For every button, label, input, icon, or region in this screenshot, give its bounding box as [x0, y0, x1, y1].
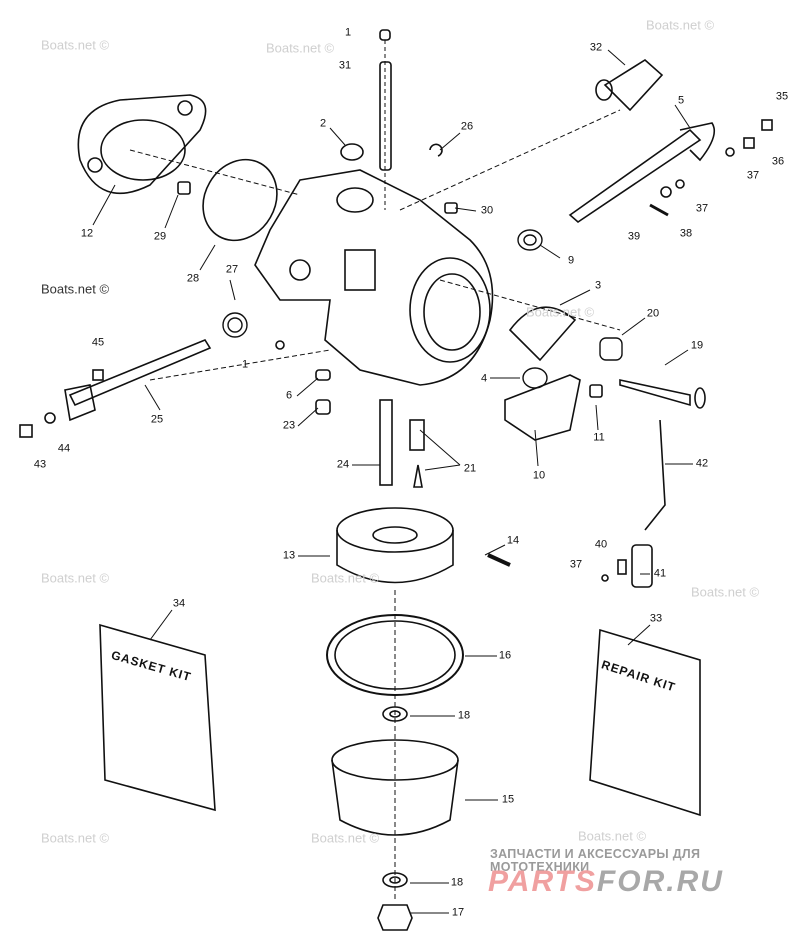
callout-24: 24 — [336, 458, 350, 471]
callout-45: 45 — [91, 336, 105, 349]
callout-16: 16 — [498, 649, 512, 662]
watermark: Boats.net © — [690, 584, 760, 600]
callout-35: 35 — [775, 90, 789, 103]
watermark: Boats.net © — [40, 37, 110, 53]
callout-33: 33 — [649, 612, 663, 625]
callout-18: 18 — [450, 876, 464, 889]
watermark: Boats.net © — [40, 281, 110, 297]
callout-4: 4 — [480, 372, 488, 385]
callout-41: 41 — [653, 567, 667, 580]
callout-37: 37 — [746, 169, 760, 182]
callout-9: 9 — [567, 254, 575, 267]
callout-11: 11 — [593, 431, 605, 444]
callout-1: 1 — [344, 26, 352, 39]
site-logo: PARTSFOR.RU — [488, 867, 724, 897]
callout-32: 32 — [589, 41, 603, 54]
leader-lines — [92, 40, 693, 914]
callout-23: 23 — [282, 419, 296, 432]
watermark: Boats.net © — [310, 570, 380, 586]
callout-17: 17 — [451, 906, 465, 919]
callout-37: 37 — [695, 202, 709, 215]
callout-31: 31 — [338, 59, 352, 72]
callout-15: 15 — [501, 793, 515, 806]
callout-14: 14 — [506, 534, 520, 547]
callout-5: 5 — [677, 94, 685, 107]
callout-21: 21 — [463, 462, 477, 475]
callout-29: 29 — [153, 230, 167, 243]
callout-10: 10 — [532, 469, 546, 482]
callout-42: 42 — [695, 457, 709, 470]
callout-27: 27 — [225, 263, 239, 276]
site-tagline: ЗАПЧАСТИ И АКСЕССУАРЫ ДЛЯ МОТОТЕХНИКИ — [490, 847, 701, 874]
callout-18: 18 — [457, 709, 471, 722]
callout-1: 1 — [241, 358, 249, 371]
callout-38: 38 — [679, 227, 693, 240]
site-logo-part-b: FOR.RU — [596, 865, 724, 898]
callout-20: 20 — [646, 307, 660, 320]
callout-39: 39 — [627, 230, 641, 243]
callout-13: 13 — [282, 549, 296, 562]
watermark: Boats.net © — [525, 304, 595, 320]
callout-26: 26 — [460, 120, 474, 133]
callout-30: 30 — [480, 204, 494, 217]
callout-12: 12 — [80, 227, 94, 240]
callout-25: 25 — [150, 413, 164, 426]
callout-3: 3 — [594, 279, 602, 292]
callout-44: 44 — [57, 442, 71, 455]
watermark: Boats.net © — [645, 17, 715, 33]
watermark: Boats.net © — [577, 828, 647, 844]
callout-6: 6 — [285, 389, 293, 402]
watermark: Boats.net © — [40, 830, 110, 846]
watermark: Boats.net © — [265, 40, 335, 56]
watermark: Boats.net © — [40, 570, 110, 586]
site-logo-part-a: PARTS — [488, 865, 597, 898]
callout-28: 28 — [186, 272, 200, 285]
callout-43: 43 — [33, 458, 47, 471]
watermark: Boats.net © — [310, 830, 380, 846]
callout-37: 37 — [569, 558, 583, 571]
callout-36: 36 — [771, 155, 785, 168]
callout-34: 34 — [172, 597, 186, 610]
callout-40: 40 — [594, 538, 608, 551]
callout-2: 2 — [319, 117, 327, 130]
callout-19: 19 — [690, 339, 704, 352]
